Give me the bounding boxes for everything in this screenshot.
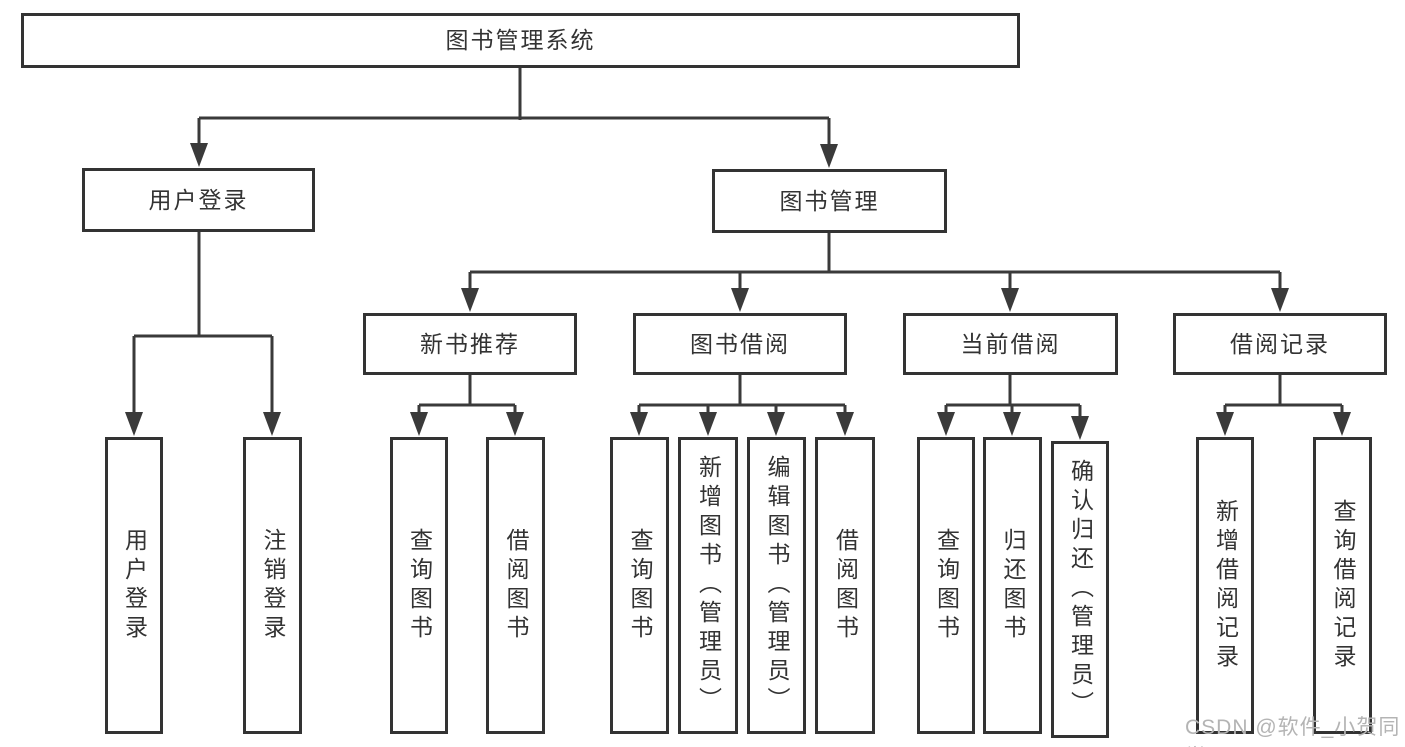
node-new-book-recommend: 新书推荐: [363, 313, 577, 375]
leaf-borrow-books-2: 借阅图书: [815, 437, 875, 734]
leaf-add-book-admin: 新增图书（管理员）: [678, 437, 738, 734]
node-borrow-records: 借阅记录: [1173, 313, 1387, 375]
leaf-edit-book-admin: 编辑图书（管理员）: [747, 437, 806, 734]
leaf-logout: 注销登录: [243, 437, 302, 734]
leaf-borrow-books-1: 借阅图书: [486, 437, 545, 734]
leaf-confirm-return-admin: 确认归还（管理员）: [1051, 441, 1109, 738]
node-book-borrow: 图书借阅: [633, 313, 847, 375]
leaf-query-borrow-record: 查询借阅记录: [1313, 437, 1372, 734]
node-user-login: 用户登录: [82, 168, 315, 232]
leaf-query-books-1: 查询图书: [390, 437, 448, 734]
leaf-query-books-3: 查询图书: [917, 437, 975, 734]
node-root: 图书管理系统: [21, 13, 1020, 68]
node-current-borrow: 当前借阅: [903, 313, 1118, 375]
node-book-management: 图书管理: [712, 169, 947, 233]
leaf-add-borrow-record: 新增借阅记录: [1196, 437, 1254, 734]
leaf-user-login: 用户登录: [105, 437, 163, 734]
leaf-return-book: 归还图书: [983, 437, 1042, 734]
leaf-query-books-2: 查询图书: [610, 437, 669, 734]
